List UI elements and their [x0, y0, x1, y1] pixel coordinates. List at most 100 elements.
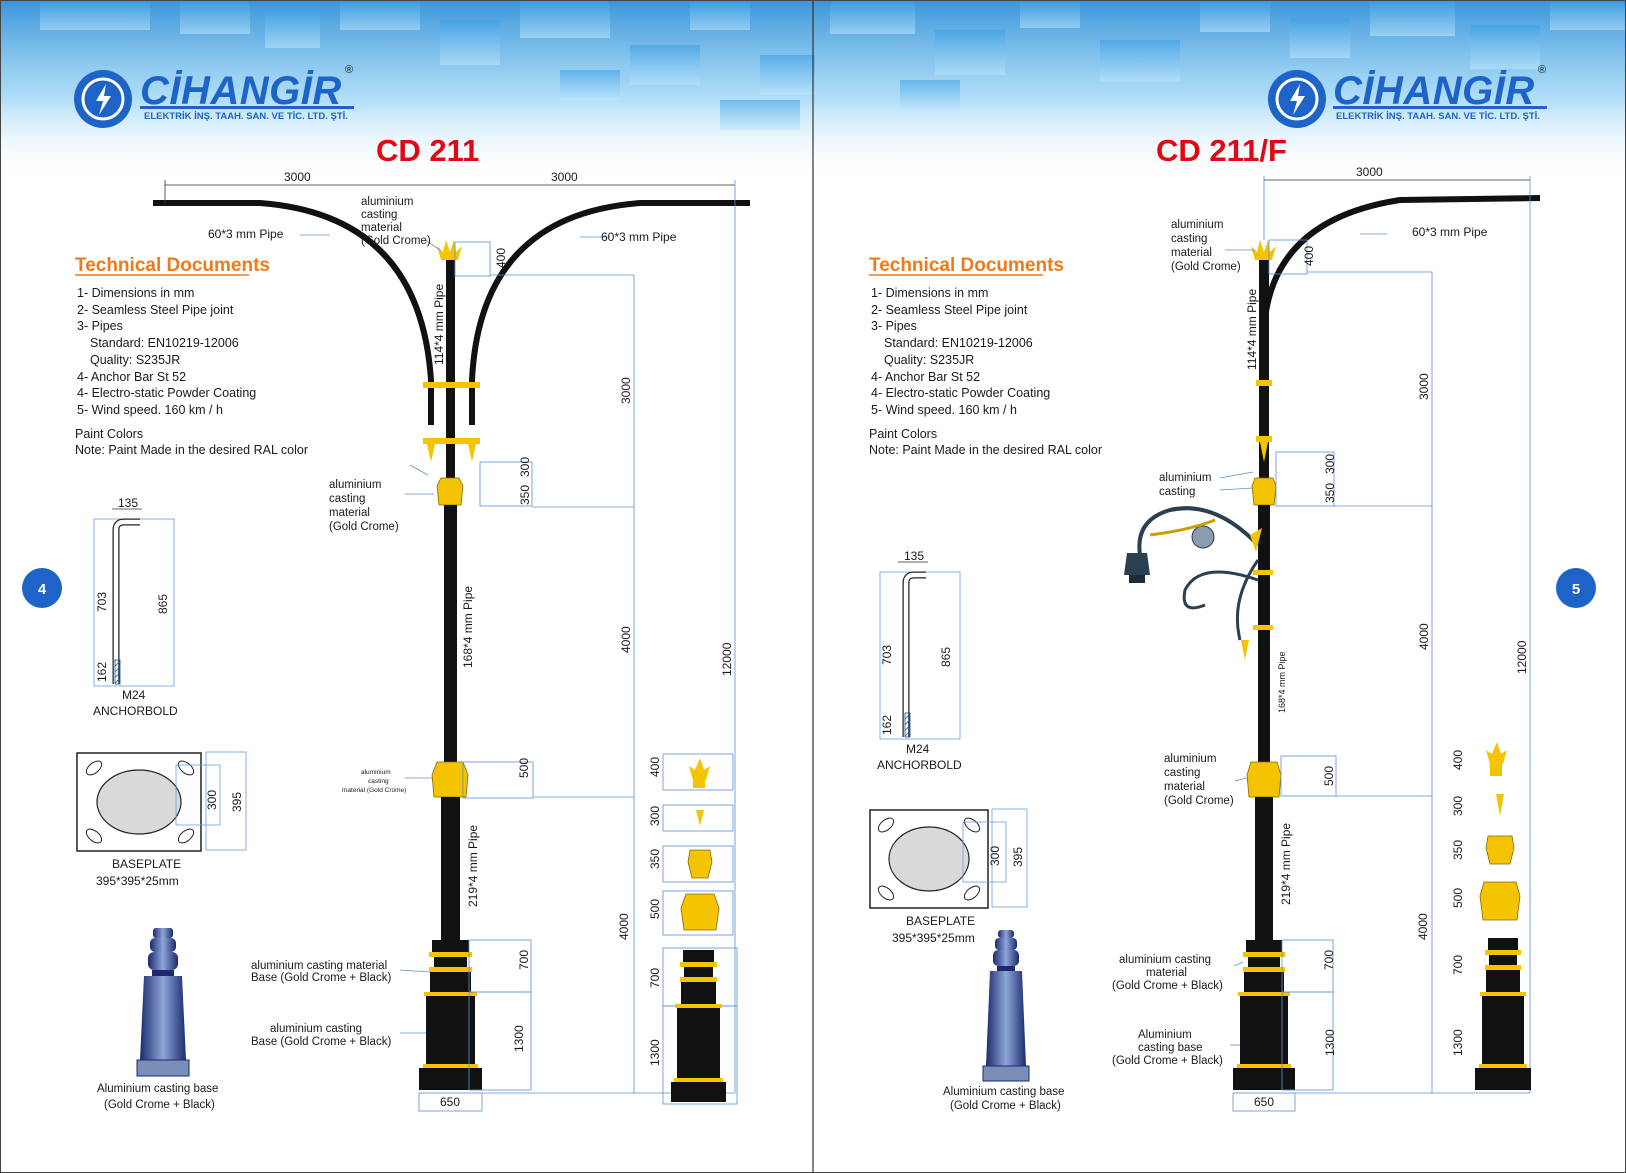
svg-text:3- Pipes: 3- Pipes [871, 319, 917, 333]
anchor-bolt-left: 135 703 865 162 M24 ANCHORBOLD [93, 496, 178, 718]
svg-text:Note: Paint Made in the desire: Note: Paint Made in the desired RAL colo… [75, 443, 308, 457]
anchor-bolt-right: 135 703 865 162 M24 ANCHORBOLD [877, 549, 962, 772]
svg-text:casting: casting [329, 493, 365, 505]
svg-text:casting: casting [361, 209, 397, 221]
svg-text:BASEPLATE: BASEPLATE [906, 914, 975, 928]
svg-text:ANCHORBOLD: ANCHORBOLD [93, 704, 178, 718]
svg-text:casting: casting [1159, 486, 1195, 498]
svg-text:60*3 mm Pipe: 60*3 mm Pipe [601, 230, 677, 244]
svg-text:material: material [361, 222, 402, 234]
svg-text:3000: 3000 [551, 170, 578, 184]
svg-text:4000: 4000 [1417, 623, 1431, 650]
svg-text:(Gold Crome + Black): (Gold Crome + Black) [1112, 980, 1223, 992]
svg-text:300: 300 [518, 457, 532, 477]
svg-text:(Gold Crome): (Gold Crome) [329, 521, 399, 533]
svg-text:395*395*25mm: 395*395*25mm [96, 874, 179, 888]
svg-text:500: 500 [1451, 888, 1465, 908]
svg-text:114*4 mm Pipe: 114*4 mm Pipe [1245, 289, 1259, 370]
svg-text:(Gold Crome): (Gold Crome) [361, 235, 431, 247]
svg-text:Technical Documents: Technical Documents [869, 255, 1064, 276]
svg-text:(Gold Crome + Black): (Gold Crome + Black) [950, 1100, 1061, 1112]
svg-text:Base (Gold Crome + Black): Base (Gold Crome + Black) [251, 1036, 391, 1048]
svg-text:300: 300 [205, 790, 219, 810]
svg-text:Aluminium casting base: Aluminium casting base [943, 1086, 1064, 1098]
parts-legend-left: 400 300 350 500 700 1300 [648, 753, 738, 1105]
baseplate-left: 300 395 BASEPLATE 395*395*25mm [76, 751, 247, 888]
svg-text:700: 700 [1451, 955, 1465, 975]
svg-text:Aluminium casting base: Aluminium casting base [97, 1083, 218, 1095]
svg-text:®: ® [1538, 64, 1546, 76]
svg-text:aluminium casting: aluminium casting [270, 1023, 362, 1035]
svg-text:Paint Colors: Paint Colors [75, 427, 143, 441]
svg-text:aluminium: aluminium [1159, 472, 1211, 484]
svg-text:1300: 1300 [648, 1039, 662, 1066]
parts-legend-right: 400 300 350 500 700 1300 [1451, 742, 1531, 1090]
svg-text:casting: casting [368, 778, 389, 785]
casting-base-image-right: Aluminium casting base (Gold Crome + Bla… [943, 930, 1064, 1112]
svg-text:aluminium: aluminium [361, 196, 413, 208]
svg-text:aluminium: aluminium [329, 479, 381, 491]
svg-text:aluminium: aluminium [1164, 753, 1216, 765]
svg-text:4000: 4000 [617, 913, 631, 940]
svg-text:350: 350 [648, 849, 662, 869]
svg-text:114*4 mm Pipe: 114*4 mm Pipe [432, 284, 446, 365]
svg-text:703: 703 [95, 592, 109, 612]
svg-text:4- Anchor Bar St 52: 4- Anchor Bar St 52 [77, 370, 186, 384]
svg-text:135: 135 [118, 496, 138, 510]
svg-text:5- Wind speed. 160 km / h: 5- Wind speed. 160 km / h [77, 403, 223, 417]
svg-text:material: material [1146, 967, 1187, 979]
svg-text:CİHANGİR: CİHANGİR [1333, 69, 1535, 113]
svg-text:M24: M24 [906, 742, 930, 756]
svg-text:4000: 4000 [1416, 913, 1430, 940]
svg-text:material (Gold Crome): material (Gold Crome) [342, 787, 406, 794]
svg-text:Quality: S235JR: Quality: S235JR [90, 353, 180, 367]
svg-text:60*3 mm Pipe: 60*3 mm Pipe [208, 227, 284, 241]
svg-text:2- Seamless Steel Pipe joint: 2- Seamless Steel Pipe joint [871, 303, 1028, 317]
svg-text:casting: casting [1171, 233, 1207, 245]
pole-drawing-right: 3000 60*3 mm Pipe aluminium casting mate… [1112, 165, 1541, 1112]
tech-docs-left: Technical Documents 1- Dimensions in mm … [75, 255, 308, 457]
lightning-icon [96, 84, 111, 115]
pole-drawing-left: 3000 3000 60*3 mm Pipe 60*3 mm Pipe alum… [153, 170, 750, 1112]
svg-text:3000: 3000 [619, 377, 633, 404]
svg-text:168*4 mm Pipe: 168*4 mm Pipe [1277, 651, 1287, 713]
svg-text:400: 400 [1451, 750, 1465, 770]
svg-text:5- Wind speed. 160 km / h: 5- Wind speed. 160 km / h [871, 403, 1017, 417]
svg-text:(Gold Crome + Black): (Gold Crome + Black) [1112, 1055, 1223, 1067]
svg-text:395: 395 [1011, 847, 1025, 867]
tech-docs-right: Technical Documents 1- Dimensions in mm … [869, 255, 1102, 457]
page-number-left: 4 [22, 568, 62, 608]
svg-text:5: 5 [1572, 581, 1580, 598]
svg-text:162: 162 [880, 715, 894, 735]
svg-text:700: 700 [648, 968, 662, 988]
svg-text:Standard: EN10219-12006: Standard: EN10219-12006 [90, 336, 239, 350]
svg-text:Quality: S235JR: Quality: S235JR [884, 353, 974, 367]
svg-text:500: 500 [1322, 766, 1336, 786]
svg-text:4- Anchor Bar St 52: 4- Anchor Bar St 52 [871, 370, 980, 384]
svg-text:400: 400 [494, 248, 508, 268]
svg-text:1300: 1300 [1451, 1029, 1465, 1056]
svg-text:casting base: casting base [1138, 1042, 1203, 1054]
svg-text:material: material [1164, 781, 1205, 793]
svg-text:60*3 mm Pipe: 60*3 mm Pipe [1412, 225, 1488, 239]
svg-text:300: 300 [1323, 454, 1337, 474]
svg-text:4: 4 [38, 581, 47, 598]
svg-text:aluminium: aluminium [1171, 219, 1223, 231]
svg-text:135: 135 [904, 549, 924, 563]
svg-text:ANCHORBOLD: ANCHORBOLD [877, 758, 962, 772]
svg-text:500: 500 [648, 899, 662, 919]
svg-text:1300: 1300 [512, 1025, 526, 1052]
svg-text:CİHANGİR: CİHANGİR [140, 69, 342, 113]
svg-text:1300: 1300 [1323, 1029, 1337, 1056]
svg-text:aluminium: aluminium [361, 769, 391, 776]
svg-text:700: 700 [517, 950, 531, 970]
svg-text:703: 703 [880, 645, 894, 665]
svg-text:650: 650 [440, 1095, 460, 1109]
svg-text:aluminium casting material: aluminium casting material [251, 960, 387, 972]
baseplate-right: 300 395 BASEPLATE 395*395*25mm [869, 808, 1028, 945]
model-title-right: CD 211/F [1156, 133, 1287, 168]
svg-text:Note: Paint Made in the desire: Note: Paint Made in the desired RAL colo… [869, 443, 1102, 457]
svg-text:2- Seamless Steel Pipe joint: 2- Seamless Steel Pipe joint [77, 303, 234, 317]
